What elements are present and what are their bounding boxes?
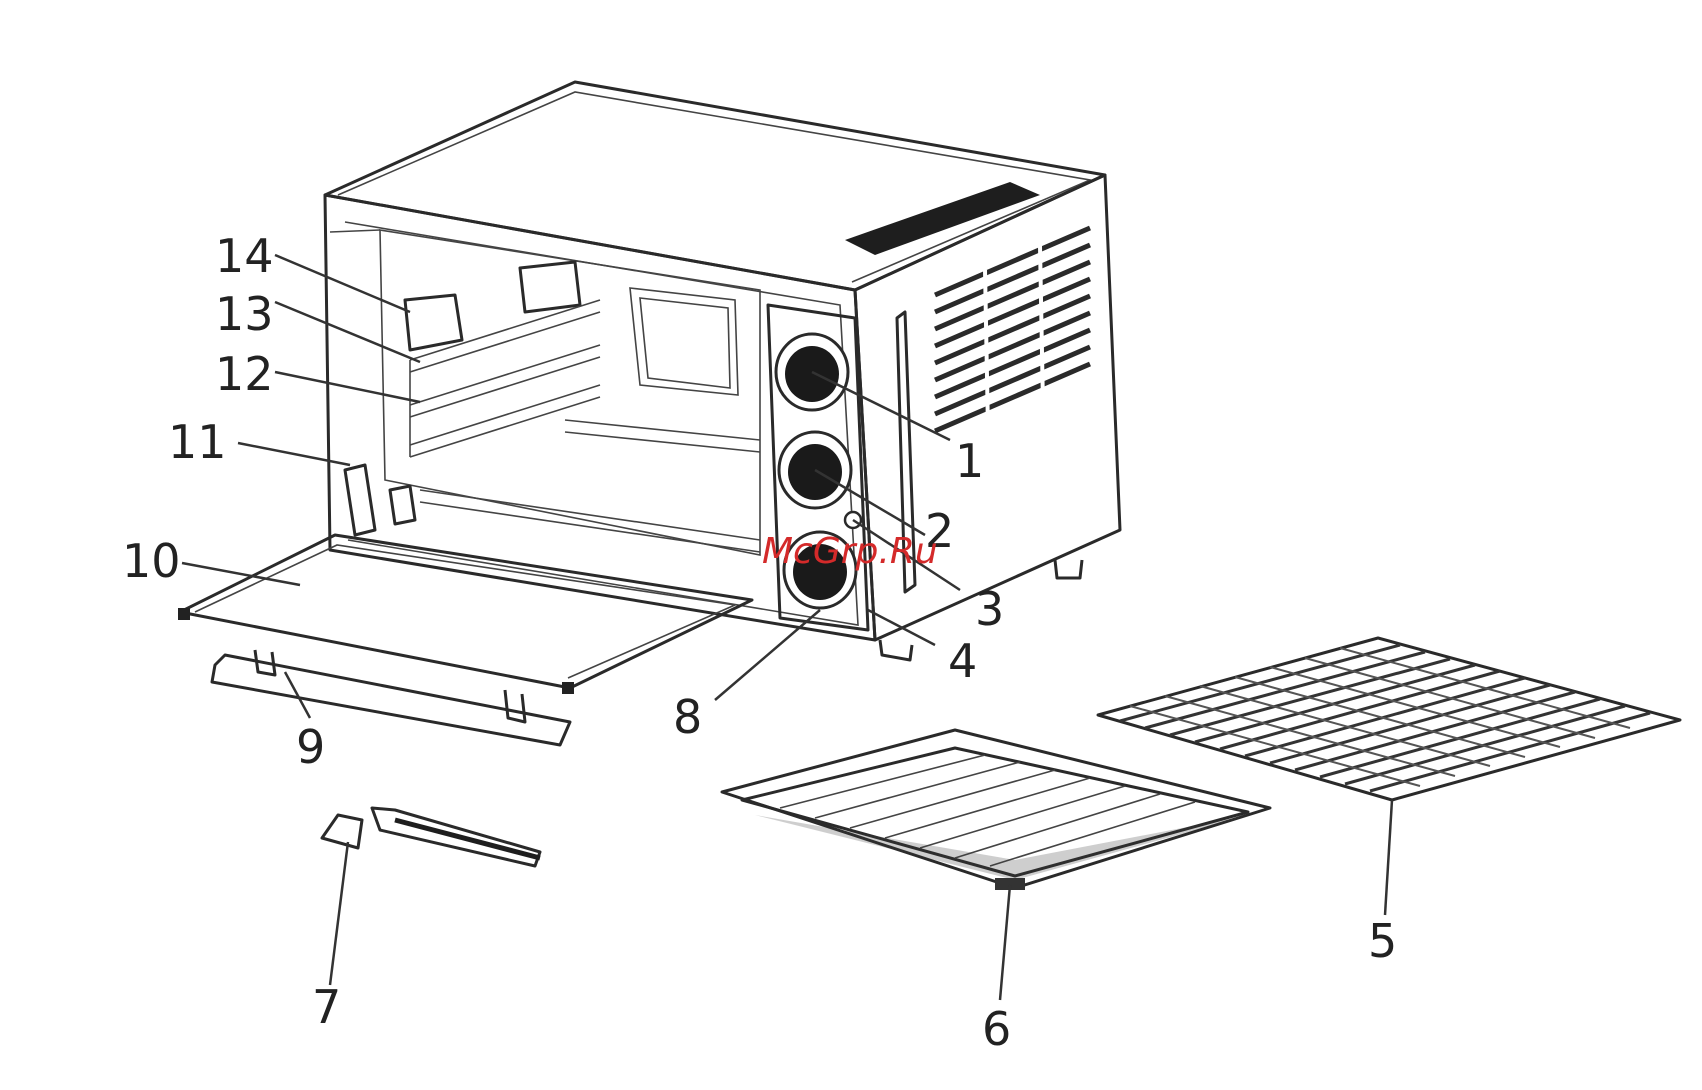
callout-1: 1	[955, 434, 984, 488]
leader-11	[238, 443, 350, 465]
baking-tray	[722, 730, 1270, 890]
callout-7: 7	[312, 980, 341, 1034]
control-panel	[768, 305, 868, 630]
callout-13: 13	[215, 287, 274, 341]
leader-1	[812, 372, 950, 440]
rotisserie-spit	[322, 808, 540, 866]
leader-12	[275, 372, 420, 402]
oven-body	[325, 82, 1120, 660]
callout-8: 8	[673, 690, 702, 744]
callout-14: 14	[215, 229, 274, 283]
door-handle	[212, 650, 570, 745]
watermark: McGrp.Ru	[762, 531, 938, 572]
callout-12: 12	[215, 347, 274, 401]
callout-11: 11	[168, 415, 227, 469]
wire-rack	[1098, 638, 1680, 800]
leader-13	[275, 302, 420, 362]
leader-7	[330, 842, 348, 985]
side-vent	[935, 228, 1090, 431]
callout-9: 9	[296, 720, 325, 774]
leader-14	[275, 255, 410, 312]
leader-5	[1385, 800, 1392, 915]
callout-4: 4	[948, 634, 977, 688]
callout-10: 10	[122, 534, 181, 588]
callout-3: 3	[975, 582, 1004, 636]
callout-6: 6	[982, 1002, 1011, 1056]
leader-6	[1000, 885, 1010, 1000]
callout-5: 5	[1368, 914, 1397, 968]
